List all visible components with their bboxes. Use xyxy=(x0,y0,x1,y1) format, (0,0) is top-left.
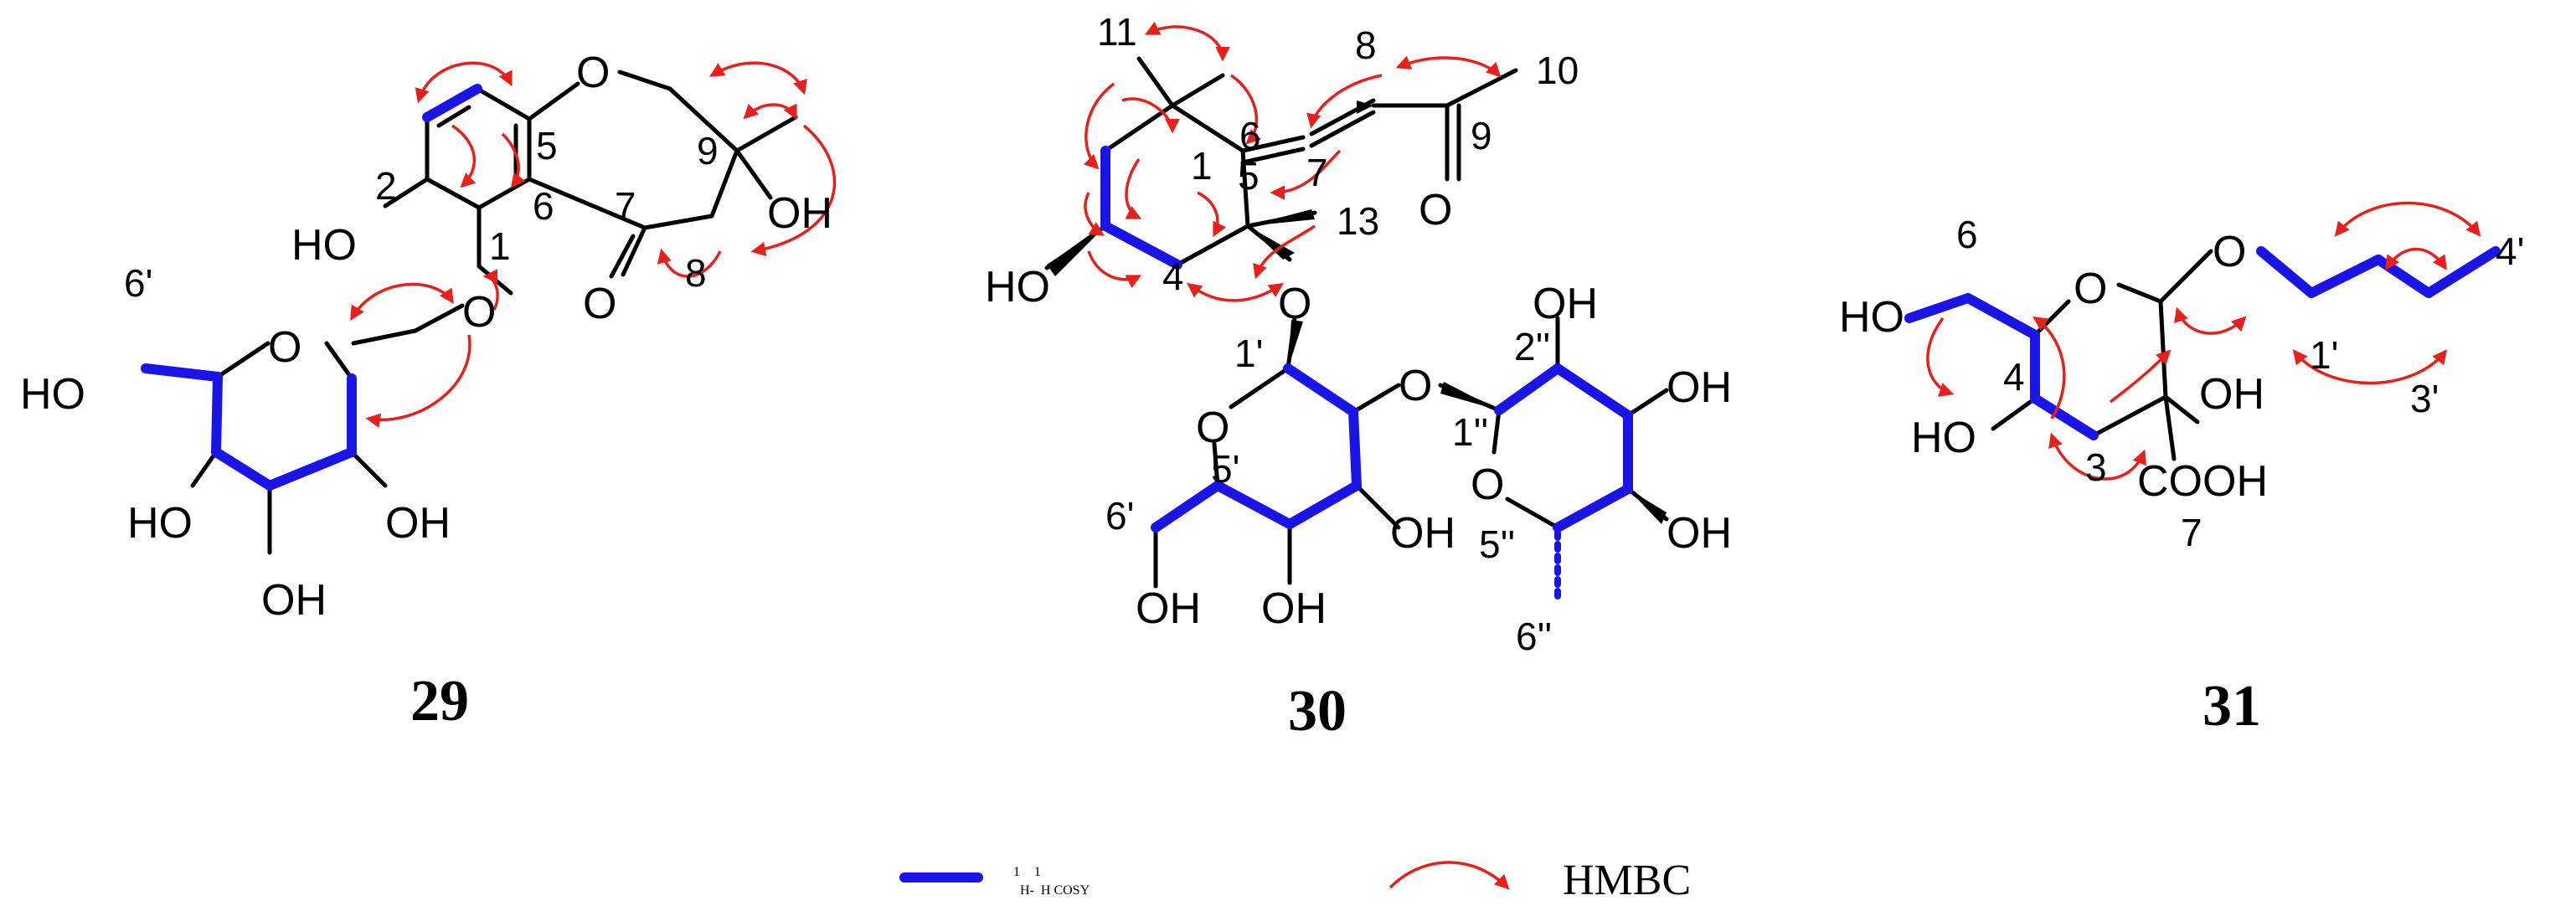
c29-num-6: 6 xyxy=(533,184,554,228)
c29-ho2: HO xyxy=(291,221,357,270)
legend-hmbc-arrow xyxy=(1388,861,1510,890)
compound-30-atom-labels: O HO O O O OH OH OH O OH OH OH 1 4 5 6 7… xyxy=(985,10,1732,658)
c30-oh-3p: OH xyxy=(1390,509,1455,558)
c30-o-sugar2: O xyxy=(1471,461,1504,509)
c30-o-sugar1: O xyxy=(1196,404,1229,452)
compound-31-structure: HO O O OH HO COOH 1' 3 3' 4 4' 6 7 31 xyxy=(1839,201,2524,738)
c30-num-5pp: 5'' xyxy=(1479,522,1515,566)
compound-30-wedges xyxy=(1047,100,1667,606)
c30-num-13: 13 xyxy=(1337,199,1379,243)
c30-num-1: 1 xyxy=(1191,144,1213,188)
legend-cosy-label: 1H-1H COSY xyxy=(1013,865,1090,898)
c30-num-4: 4 xyxy=(1162,255,1184,298)
c30-oh-6p: OH xyxy=(1136,584,1201,633)
c29-num-9: 9 xyxy=(697,129,719,172)
c29-oh-b: OH xyxy=(385,499,451,548)
c29-o-sugar: O xyxy=(268,323,301,372)
compound-29-hmbc-arrows xyxy=(350,61,837,428)
c30-num-6: 6 xyxy=(1239,114,1261,157)
c31-ho6: HO xyxy=(1839,293,1904,342)
c29-num-2: 2 xyxy=(375,164,397,208)
c29-num-8: 8 xyxy=(685,251,707,295)
c30-num-2pp: 2'' xyxy=(1514,325,1550,368)
c31-o-ring: O xyxy=(2074,265,2107,313)
c31-num-3p: 3' xyxy=(2410,377,2439,420)
c29-num-1: 1 xyxy=(489,224,511,268)
compound-31-id: 31 xyxy=(2202,674,2261,738)
c31-num-3: 3 xyxy=(2085,445,2107,489)
c31-cooh: COOH xyxy=(2137,457,2268,506)
compound-31-hmbc-arrows xyxy=(1926,201,2481,481)
c30-oh-2pp: OH xyxy=(1533,280,1598,328)
c29-oh9: OH xyxy=(767,189,832,238)
c29-o-ring: O xyxy=(576,49,610,97)
c29-o-keto: O xyxy=(583,280,616,328)
c31-num-4: 4 xyxy=(2003,355,2025,399)
c31-num-7: 7 xyxy=(2181,511,2202,554)
c30-num-7: 7 xyxy=(1306,151,1328,194)
legend: 1H-1H COSY HMBC xyxy=(899,857,1691,904)
c30-num-9: 9 xyxy=(1471,114,1492,157)
c29-ho6p: HO xyxy=(20,370,85,419)
compound-29-structure: O HO OH O O O HO HO OH OH 1 2 5 6 7 8 9 … xyxy=(20,49,837,733)
c31-o-link: O xyxy=(2213,228,2246,276)
c30-num-5: 5 xyxy=(1238,154,1260,198)
compound-31-atom-labels: HO O O OH HO COOH 1' 3 3' 4 4' 6 7 xyxy=(1839,213,2524,554)
c29-oh-c: OH xyxy=(261,576,327,625)
c31-oh2: OH xyxy=(2199,370,2264,419)
c29-num-6p: 6' xyxy=(124,261,152,305)
c30-o-link2: O xyxy=(1399,362,1432,410)
c31-ho4: HO xyxy=(1911,414,1976,462)
c30-num-1p: 1' xyxy=(1234,332,1263,375)
compound-30-id: 30 xyxy=(1288,679,1347,744)
c30-oh-4p: OH xyxy=(1261,584,1327,633)
c30-num-1pp: 1'' xyxy=(1452,410,1488,454)
c29-o-glyco: O xyxy=(462,288,496,337)
legend-hmbc-label: HMBC xyxy=(1563,857,1691,904)
compound-29-id: 29 xyxy=(410,669,469,733)
c30-oh-3pp: OH xyxy=(1667,363,1732,412)
compound-30-structure: O HO O O O OH OH OH O OH OH OH 1 4 5 6 7… xyxy=(985,10,1732,744)
compound-30-hmbc-arrows xyxy=(1083,21,1502,302)
c30-num-11: 11 xyxy=(1097,10,1137,54)
c30-o-keto: O xyxy=(1419,186,1452,234)
c29-num-7: 7 xyxy=(615,184,636,228)
c30-num-6p: 6' xyxy=(1105,494,1134,538)
c30-oh-4pp: OH xyxy=(1667,509,1732,558)
c30-num-5p: 5' xyxy=(1211,447,1239,491)
compound-29-atom-labels: O HO OH O O O HO HO OH OH 1 2 5 6 7 8 9 … xyxy=(20,49,832,625)
c29-num-5: 5 xyxy=(536,124,558,167)
c30-o-link1: O xyxy=(1278,280,1311,328)
c31-num-4p: 4' xyxy=(2496,229,2524,273)
c30-num-8: 8 xyxy=(1355,23,1377,67)
c30-ho3: HO xyxy=(985,263,1050,311)
compound-30-cosy-bonds xyxy=(1100,146,1633,533)
c30-num-6pp: 6'' xyxy=(1516,615,1552,658)
c31-num-1p: 1' xyxy=(2310,333,2338,377)
c29-oh-a: HO xyxy=(127,499,193,548)
c30-num-10: 10 xyxy=(1536,49,1579,92)
c31-num-6: 6 xyxy=(1956,213,1978,256)
